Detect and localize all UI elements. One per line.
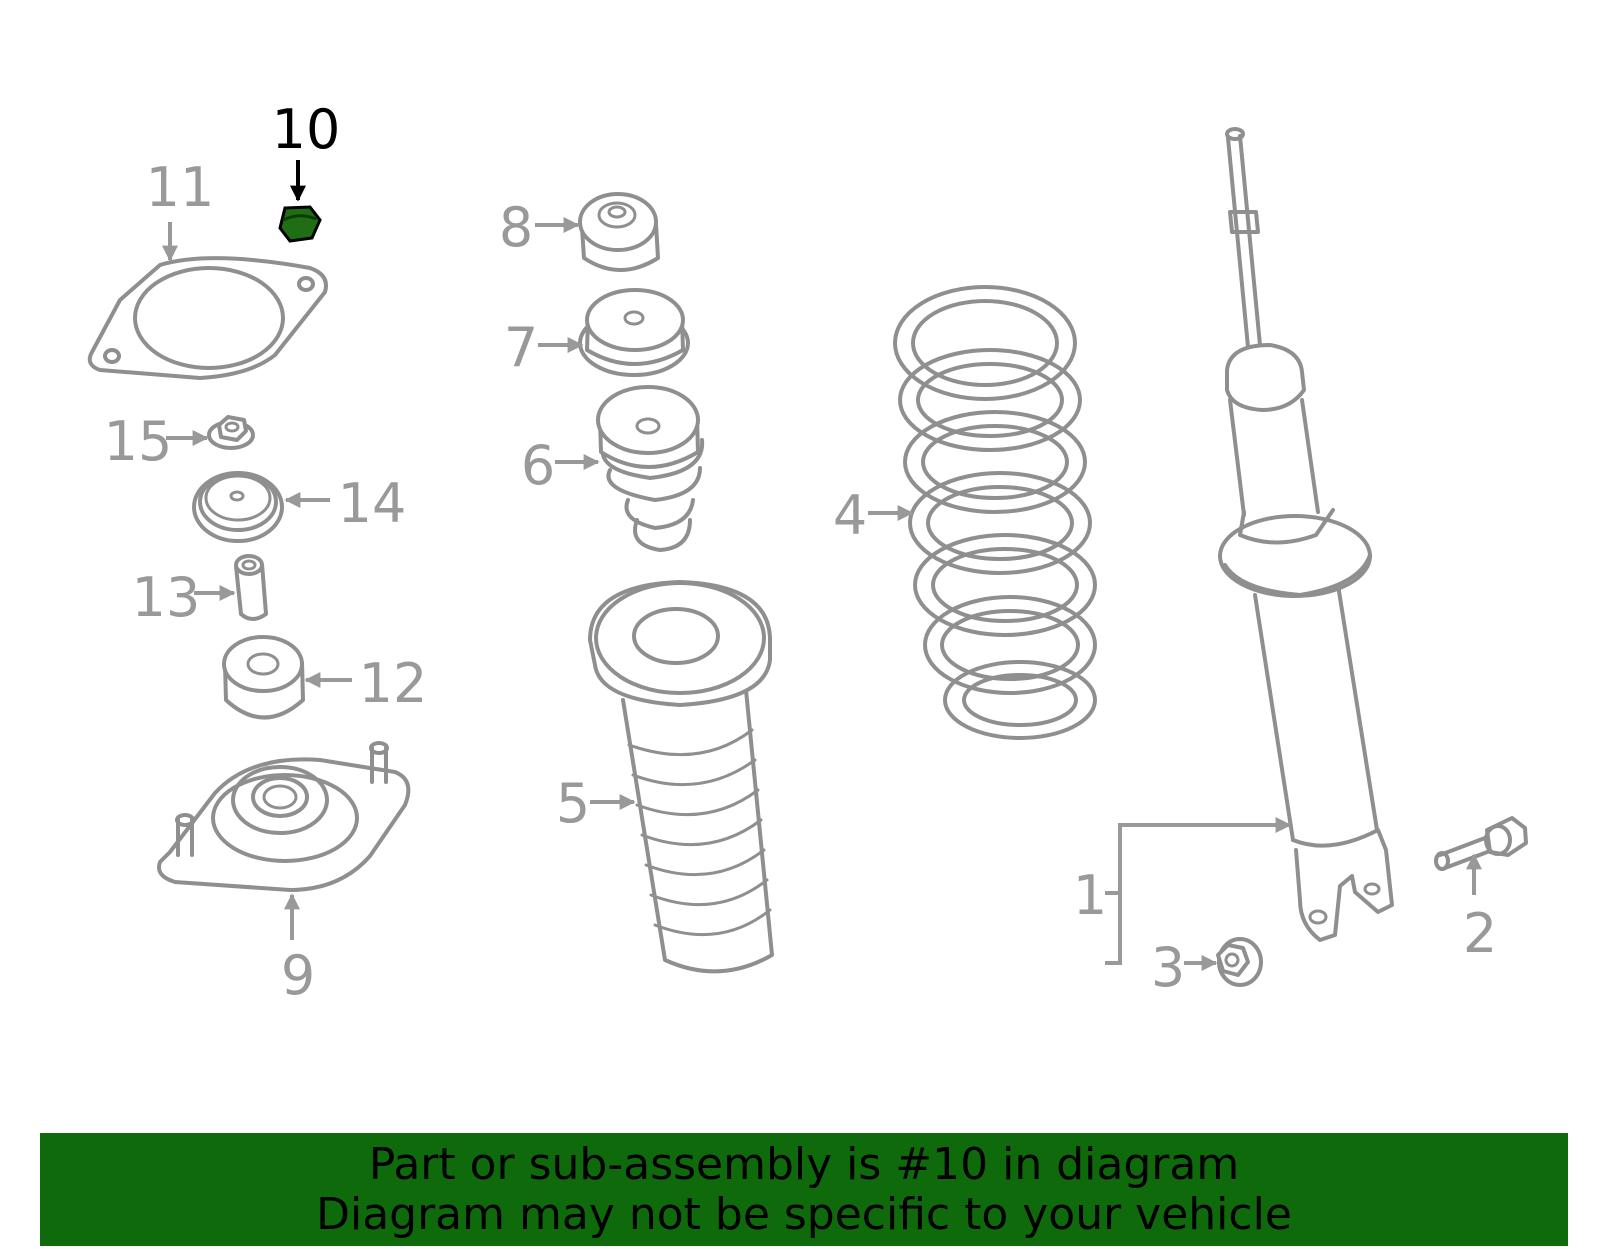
- callout-4: 4: [833, 484, 867, 547]
- callout-1: 1: [1073, 864, 1107, 927]
- part-2-bolt[interactable]: [1434, 816, 1528, 871]
- part-12-bushing[interactable]: [222, 635, 305, 720]
- part-13-sleeve[interactable]: [234, 554, 268, 621]
- callout-8: 8: [499, 196, 533, 259]
- callout-15: 15: [104, 410, 173, 473]
- callout-13: 13: [132, 566, 201, 629]
- part-3-nut[interactable]: [1216, 937, 1263, 987]
- callout-5: 5: [556, 772, 590, 835]
- part-8-bushing[interactable]: [578, 192, 660, 272]
- callout-10: 10: [272, 98, 341, 161]
- banner-line-part: Part or sub-assembly is #10 in diagram: [368, 1138, 1240, 1190]
- callout-3: 3: [1151, 936, 1185, 999]
- callout-leaders: [162, 160, 1482, 971]
- banner-line-disclaimer: Diagram may not be specific to your vehi…: [316, 1188, 1292, 1240]
- part-5-dust-boot[interactable]: [588, 580, 774, 974]
- part-15-flange-nut[interactable]: [207, 415, 255, 450]
- part-7-dust-cap[interactable]: [578, 288, 690, 377]
- callout-12: 12: [359, 652, 428, 715]
- part-4-coil-spring[interactable]: [893, 285, 1097, 740]
- callout-14: 14: [338, 472, 407, 535]
- callout-6: 6: [521, 434, 555, 497]
- part-10-nut[interactable]: [278, 205, 322, 243]
- part-1-strut[interactable]: [1218, 127, 1394, 942]
- part-6-bump-stop[interactable]: [596, 385, 705, 552]
- part-11-gasket[interactable]: [87, 256, 328, 380]
- callout-7: 7: [504, 316, 538, 379]
- info-banner: Part or sub-assembly is #10 in diagram D…: [40, 1133, 1568, 1246]
- callout-2: 2: [1463, 902, 1497, 965]
- callout-11: 11: [146, 156, 215, 219]
- callout-9: 9: [281, 944, 315, 1007]
- callout-labels: 10 11 8 7 6 5 4 15 14 13 12 9 1 3 2: [104, 98, 1498, 1007]
- part-14-spring-seat[interactable]: [192, 471, 284, 543]
- part-9-upper-mount[interactable]: [157, 741, 411, 892]
